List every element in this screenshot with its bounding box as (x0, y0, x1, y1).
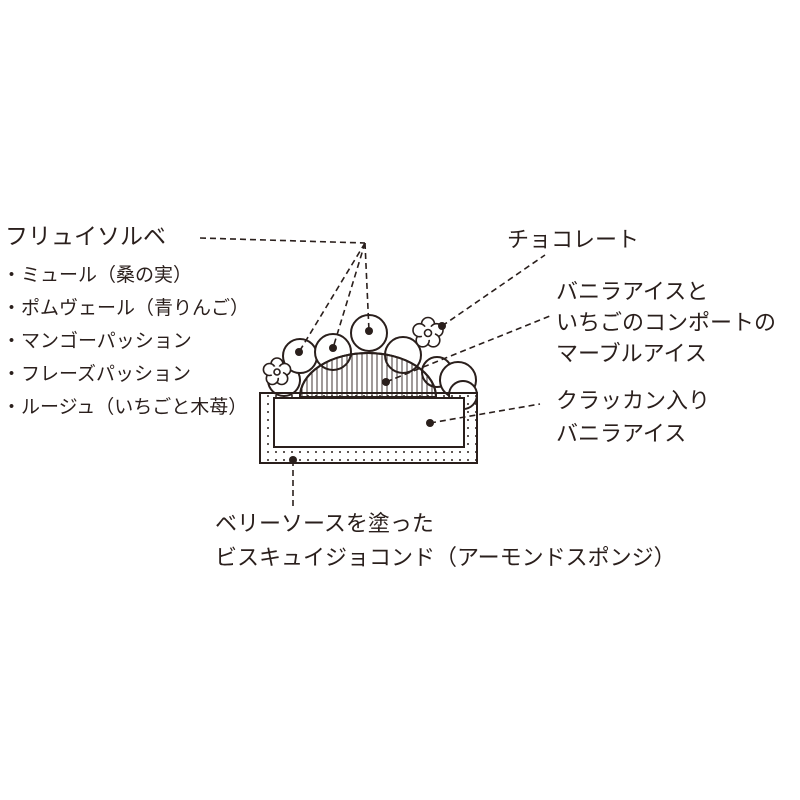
chocolate-label: チョコレート (507, 228, 640, 253)
biscuit-label: ベリーソースを塗った (215, 512, 434, 537)
sorbet-item: ・マンゴーパッション (2, 330, 192, 352)
flower-icon (262, 316, 444, 386)
leader-lines (199, 237, 551, 510)
sorbet-item: ・ルージュ（いちごと木苺） (2, 396, 248, 418)
vanilla-marble-label: いちごのコンポートの (556, 311, 777, 336)
cracker-vanilla-label: クラッカン入り (556, 389, 711, 414)
leader-dots (289, 322, 446, 464)
cracker-vanilla-label: バニラアイス (556, 422, 687, 447)
vanilla-marble-label: バニラアイスと (556, 280, 709, 305)
sorbet-item: ・フレーズパッション (2, 363, 192, 385)
sorbet-item: ・ポムヴェール（青りんご） (2, 297, 250, 319)
sorbet-item: ・ミュール（桑の実） (2, 264, 193, 286)
sorbet-title: フリュイソルベ (5, 224, 166, 250)
vanilla-marble-label: マーブルアイス (556, 342, 707, 367)
biscuit-label: ビスキュイジョコンド（アーモンドスポンジ） (215, 546, 676, 571)
